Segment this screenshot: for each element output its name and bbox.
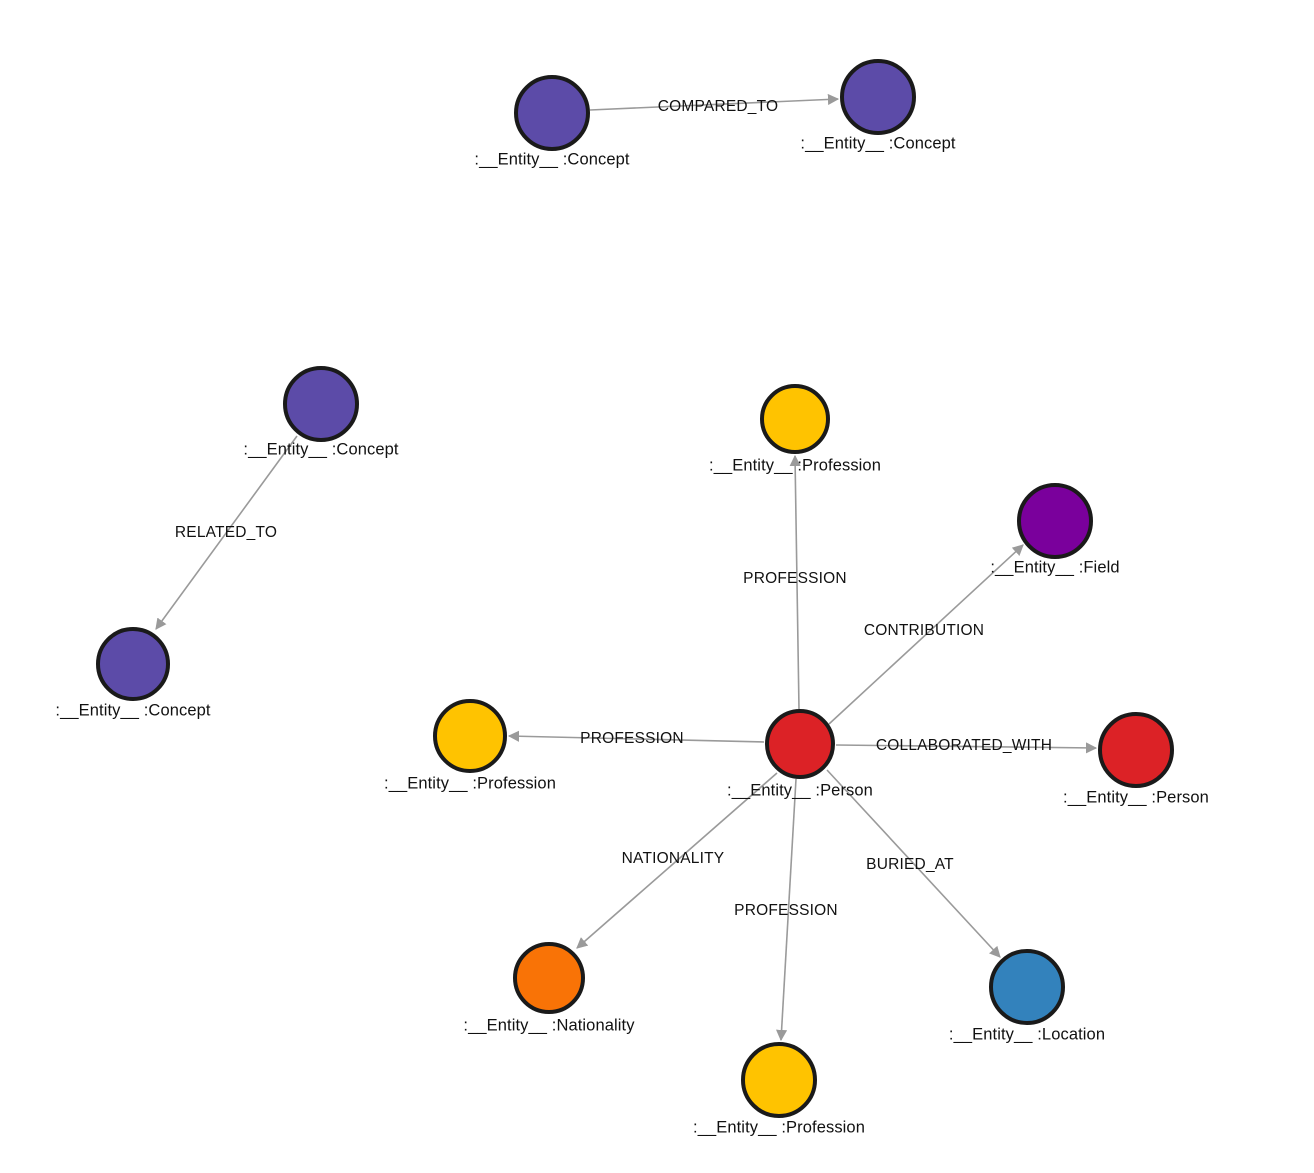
edge-label: PROFESSION xyxy=(743,570,847,587)
graph-node-field[interactable] xyxy=(1017,483,1093,559)
graph-node-concept[interactable] xyxy=(96,627,170,701)
edge-label: COMPARED_TO xyxy=(657,98,779,115)
edge-label: PROFESSION xyxy=(734,902,838,919)
node-label: :__Entity__ :Concept xyxy=(243,440,399,459)
graph-edge[interactable] xyxy=(507,730,765,743)
node-label: :__Entity__ :Concept xyxy=(474,150,630,169)
graph-edge[interactable] xyxy=(835,742,1098,754)
edge-label: RELATED_TO xyxy=(174,524,278,541)
node-label: :__Entity__ :Concept xyxy=(800,134,956,153)
node-label: :__Entity__ :Profession xyxy=(709,456,881,475)
graph-node-concept[interactable] xyxy=(840,59,916,135)
graph-node-profession[interactable] xyxy=(760,384,830,454)
node-label: :__Entity__ :Concept xyxy=(55,701,211,720)
graph-edge[interactable] xyxy=(155,435,298,630)
edge-label: PROFESSION xyxy=(580,730,684,747)
graph-node-profession[interactable] xyxy=(433,699,507,773)
graph-edge[interactable] xyxy=(789,454,801,710)
node-label: :__Entity__ :Location xyxy=(948,1025,1106,1044)
graph-edge[interactable] xyxy=(826,769,1001,958)
node-label: :__Entity__ :Nationality xyxy=(463,1016,635,1035)
node-label: :__Entity__ :Profession xyxy=(384,774,556,793)
graph-node-concept[interactable] xyxy=(283,366,359,442)
node-label: :__Entity__ :Profession xyxy=(693,1118,865,1137)
graph-node-location[interactable] xyxy=(989,949,1065,1025)
graph-node-person[interactable] xyxy=(1098,712,1174,788)
graph-node-nationality[interactable] xyxy=(513,942,585,1014)
node-label: :__Entity__ :Person xyxy=(727,781,873,800)
graph-edge[interactable] xyxy=(775,778,797,1042)
graph-edge[interactable] xyxy=(589,93,840,111)
node-label: :__Entity__ :Person xyxy=(1063,788,1209,807)
graph-edge[interactable] xyxy=(828,544,1024,725)
edge-label: COLLABORATED_WITH xyxy=(875,737,1053,754)
edge-label: NATIONALITY xyxy=(621,850,725,867)
graph-node-profession[interactable] xyxy=(741,1042,817,1118)
node-label: :__Entity__ :Field xyxy=(990,558,1120,577)
graph-node-concept[interactable] xyxy=(514,75,590,151)
edge-label: BURIED_AT xyxy=(866,856,954,873)
graph-node-person[interactable] xyxy=(765,709,835,779)
edge-label: CONTRIBUTION xyxy=(863,622,985,639)
graph-edge[interactable] xyxy=(576,772,778,949)
